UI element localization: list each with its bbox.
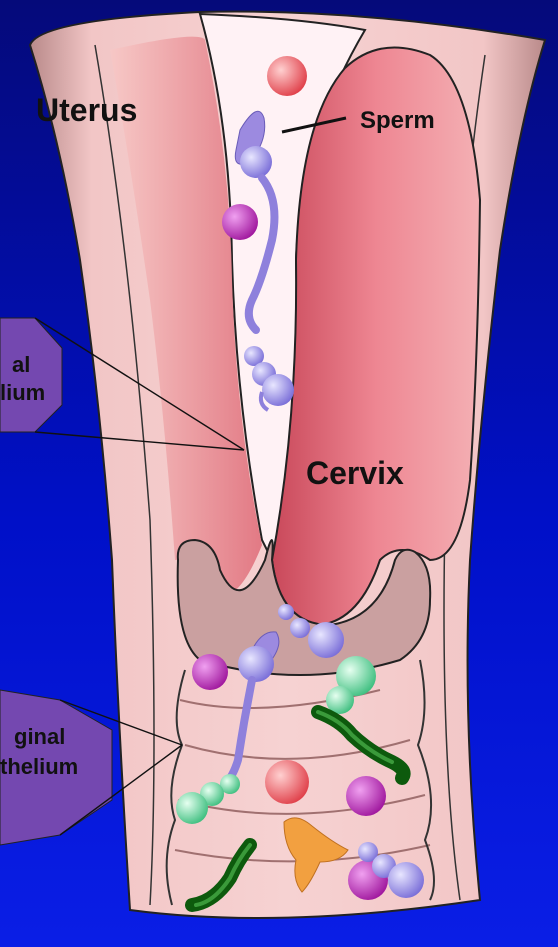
- label-uterus: Uterus: [36, 92, 137, 128]
- label-sperm: Sperm: [360, 107, 435, 134]
- callout-cervical-epithelium: [0, 318, 62, 432]
- magenta-cell: [346, 776, 386, 816]
- red-cell: [267, 56, 307, 96]
- label-vaginal-epithelium-line1: ginal: [14, 724, 65, 749]
- magenta-cell: [192, 654, 228, 690]
- sperm-head: [278, 604, 294, 620]
- label-cervical-epithelium-line2: lium: [0, 380, 45, 405]
- label-cervical-epithelium-line1: al: [12, 352, 30, 377]
- red-cell: [265, 760, 309, 804]
- label-cervix: Cervix: [306, 455, 404, 491]
- label-vaginal-epithelium-line2: thelium: [0, 754, 78, 779]
- sperm-head: [388, 862, 424, 898]
- sperm-head: [290, 618, 310, 638]
- green-cell: [176, 792, 208, 824]
- magenta-cell: [222, 204, 258, 240]
- sperm-head: [308, 622, 344, 658]
